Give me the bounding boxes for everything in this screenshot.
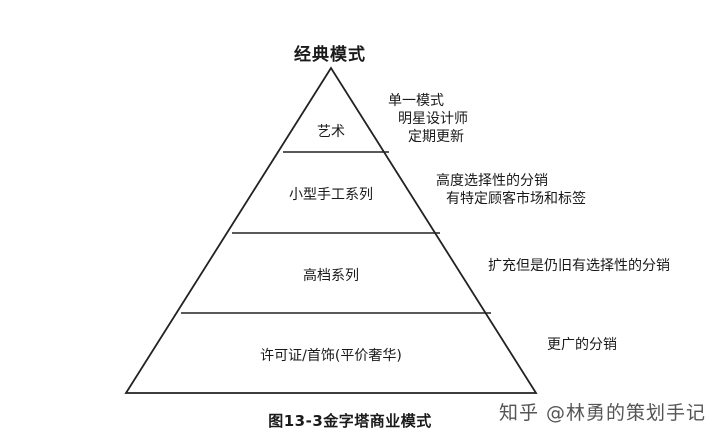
layer-label-art: 艺术 <box>317 124 345 140</box>
diagram-title: 经典模式 <box>294 45 366 65</box>
layer-label-license: 许可证/首饰(平价奢华) <box>260 348 402 364</box>
layer-label-small-craft: 小型手工系列 <box>289 187 373 203</box>
note-line: 明星设计师 <box>398 111 468 127</box>
layer-note-license: 更广的分销 <box>547 336 617 354</box>
layer-note-small-craft: 高度选择性的分销 有特定顾客市场和标签 <box>436 172 586 208</box>
note-line: 有特定顾客市场和标签 <box>446 191 586 207</box>
figure-caption: 图13-3金字塔商业模式 <box>268 412 432 430</box>
note-line: 扩充但是仍旧有选择性的分销 <box>488 258 670 274</box>
layer-note-art: 单一模式 明星设计师 定期更新 <box>388 92 468 146</box>
note-line: 高度选择性的分销 <box>436 173 548 189</box>
note-line: 更广的分销 <box>547 337 617 353</box>
layer-note-premium: 扩充但是仍旧有选择性的分销 <box>488 257 670 275</box>
watermark: 知乎 @林勇的策划手记 <box>498 402 706 424</box>
note-line: 定期更新 <box>408 129 464 145</box>
note-line: 单一模式 <box>388 93 444 109</box>
pyramid-outline <box>124 66 538 394</box>
layer-label-premium: 高档系列 <box>303 268 359 284</box>
